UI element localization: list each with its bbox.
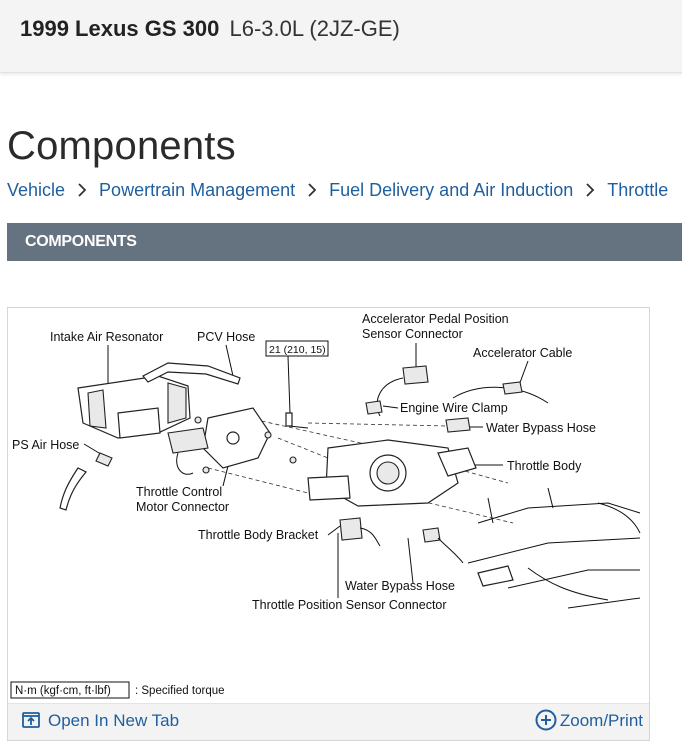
breadcrumb-powertrain-management[interactable]: Powertrain Management xyxy=(99,180,296,200)
torque-value-box xyxy=(265,340,329,357)
breadcrumb-throttle[interactable]: Throttle xyxy=(607,180,669,200)
label-pcv-hose: PCV Hose xyxy=(197,330,255,344)
chevron-right-icon xyxy=(77,180,87,201)
label-water-bypass-hose-bottom: Water Bypass Hose xyxy=(345,579,455,593)
throttle-components-diagram[interactable]: Intake Air Resonator PCV Hose 21 (210, 1… xyxy=(8,308,649,704)
label-accel-pedal-sensor-1: Accelerator Pedal Position xyxy=(362,312,509,326)
label-throttle-body: Throttle Body xyxy=(507,459,582,473)
breadcrumb-vehicle[interactable]: Vehicle xyxy=(7,180,66,200)
chevron-right-icon xyxy=(585,180,595,201)
label-torque-note: : Specified torque xyxy=(135,685,225,697)
label-throttle-control-1: Throttle Control xyxy=(136,485,222,499)
zoom-plus-icon xyxy=(535,709,560,731)
label-accel-pedal-sensor-2: Sensor Connector xyxy=(362,327,463,341)
zoom-print-label: Zoom/Print xyxy=(559,711,643,730)
zoom-print-button[interactable]: Zoom/Print xyxy=(535,709,643,731)
vehicle-header: 1999 Lexus GS 300 L6-3.0L (2JZ-GE) xyxy=(0,0,682,73)
breadcrumb-fuel-delivery[interactable]: Fuel Delivery and Air Induction xyxy=(329,180,574,200)
chevron-right-icon xyxy=(307,180,317,201)
label-torque-value: 21 (210, 15) xyxy=(269,344,326,356)
section-header: COMPONENTS xyxy=(7,223,682,261)
label-torque-unit: N·m (kgf·cm, ft·lbf) xyxy=(15,685,111,697)
figure-footer: Open In New Tab Zoom/Print xyxy=(8,703,649,740)
open-new-tab-button[interactable]: Open In New Tab xyxy=(22,711,179,731)
label-accelerator-cable: Accelerator Cable xyxy=(473,346,572,360)
label-engine-wire-clamp: Engine Wire Clamp xyxy=(400,401,508,415)
open-new-tab-label: Open In New Tab xyxy=(48,711,180,730)
vehicle-make-model: 1999 Lexus GS 300 xyxy=(20,16,220,41)
breadcrumb: Vehicle Powertrain Management Fuel Deliver… xyxy=(7,180,668,201)
component-diagram-card: Intake Air Resonator PCV Hose 21 (210, 1… xyxy=(7,307,650,741)
label-throttle-position-sensor: Throttle Position Sensor Connector xyxy=(252,598,447,612)
label-intake-air-resonator: Intake Air Resonator xyxy=(50,330,163,344)
vehicle-title: 1999 Lexus GS 300 L6-3.0L (2JZ-GE) xyxy=(20,16,400,42)
vehicle-engine: L6-3.0L (2JZ-GE) xyxy=(229,16,400,41)
label-throttle-control-2: Motor Connector xyxy=(136,500,229,514)
label-throttle-body-bracket: Throttle Body Bracket xyxy=(198,528,319,542)
page-title: Components xyxy=(7,124,236,168)
torque-unit-box xyxy=(10,681,130,699)
section-header-label: COMPONENTS xyxy=(25,233,137,250)
label-water-bypass-hose-top: Water Bypass Hose xyxy=(486,421,596,435)
open-new-tab-icon xyxy=(22,711,48,730)
label-ps-air-hose: PS Air Hose xyxy=(12,438,79,452)
